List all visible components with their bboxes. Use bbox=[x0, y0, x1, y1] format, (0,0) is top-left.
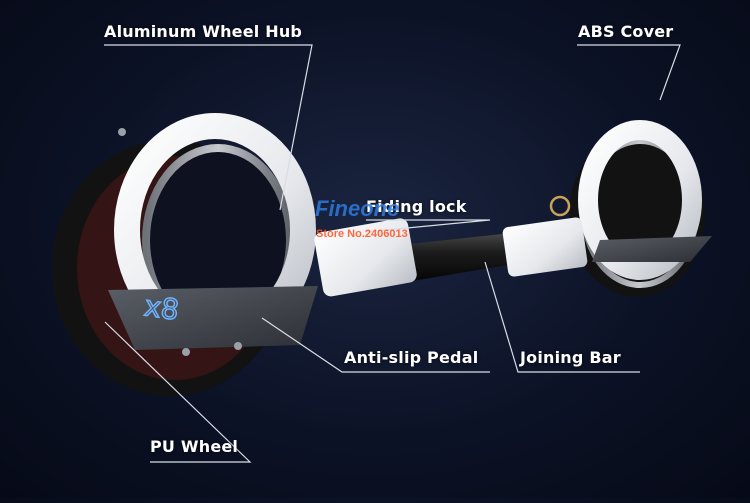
leader-aluminum-hub bbox=[104, 44, 313, 211]
leader-abs-cover bbox=[577, 44, 681, 101]
label-aluminum-wheel-hub: Aluminum Wheel Hub bbox=[104, 22, 303, 41]
label-abs-cover: ABS Cover bbox=[578, 22, 674, 41]
front-skate: x8 bbox=[52, 113, 417, 396]
leader-folding-lock bbox=[364, 219, 491, 233]
folding-lock-ring bbox=[549, 195, 571, 217]
leader-pu-wheel bbox=[104, 321, 252, 463]
leader-anti-slip-pedal bbox=[261, 317, 490, 373]
front-bar-joint bbox=[314, 218, 417, 297]
joining-bar-shape bbox=[400, 195, 588, 282]
front-pedal bbox=[108, 286, 318, 350]
callout-lines bbox=[104, 44, 681, 463]
label-anti-slip-pedal: Anti-slip Pedal bbox=[344, 348, 479, 367]
pedal-decal: x8 bbox=[142, 289, 181, 326]
label-pu-wheel: PU Wheel bbox=[150, 437, 239, 456]
leader-joining-bar bbox=[484, 261, 640, 373]
rear-pedal bbox=[592, 236, 712, 262]
front-wheel-opening bbox=[146, 148, 290, 332]
label-joining-bar: Joining Bar bbox=[520, 348, 621, 367]
rear-bar-joint bbox=[502, 217, 588, 277]
watermark-brand: Fineone bbox=[315, 196, 400, 221]
rear-abs-cover bbox=[578, 120, 702, 280]
watermark-store: Store No.2406013 bbox=[316, 228, 408, 240]
label-folding-lock: Fiding lock bbox=[366, 197, 467, 216]
rear-skate bbox=[569, 120, 712, 297]
